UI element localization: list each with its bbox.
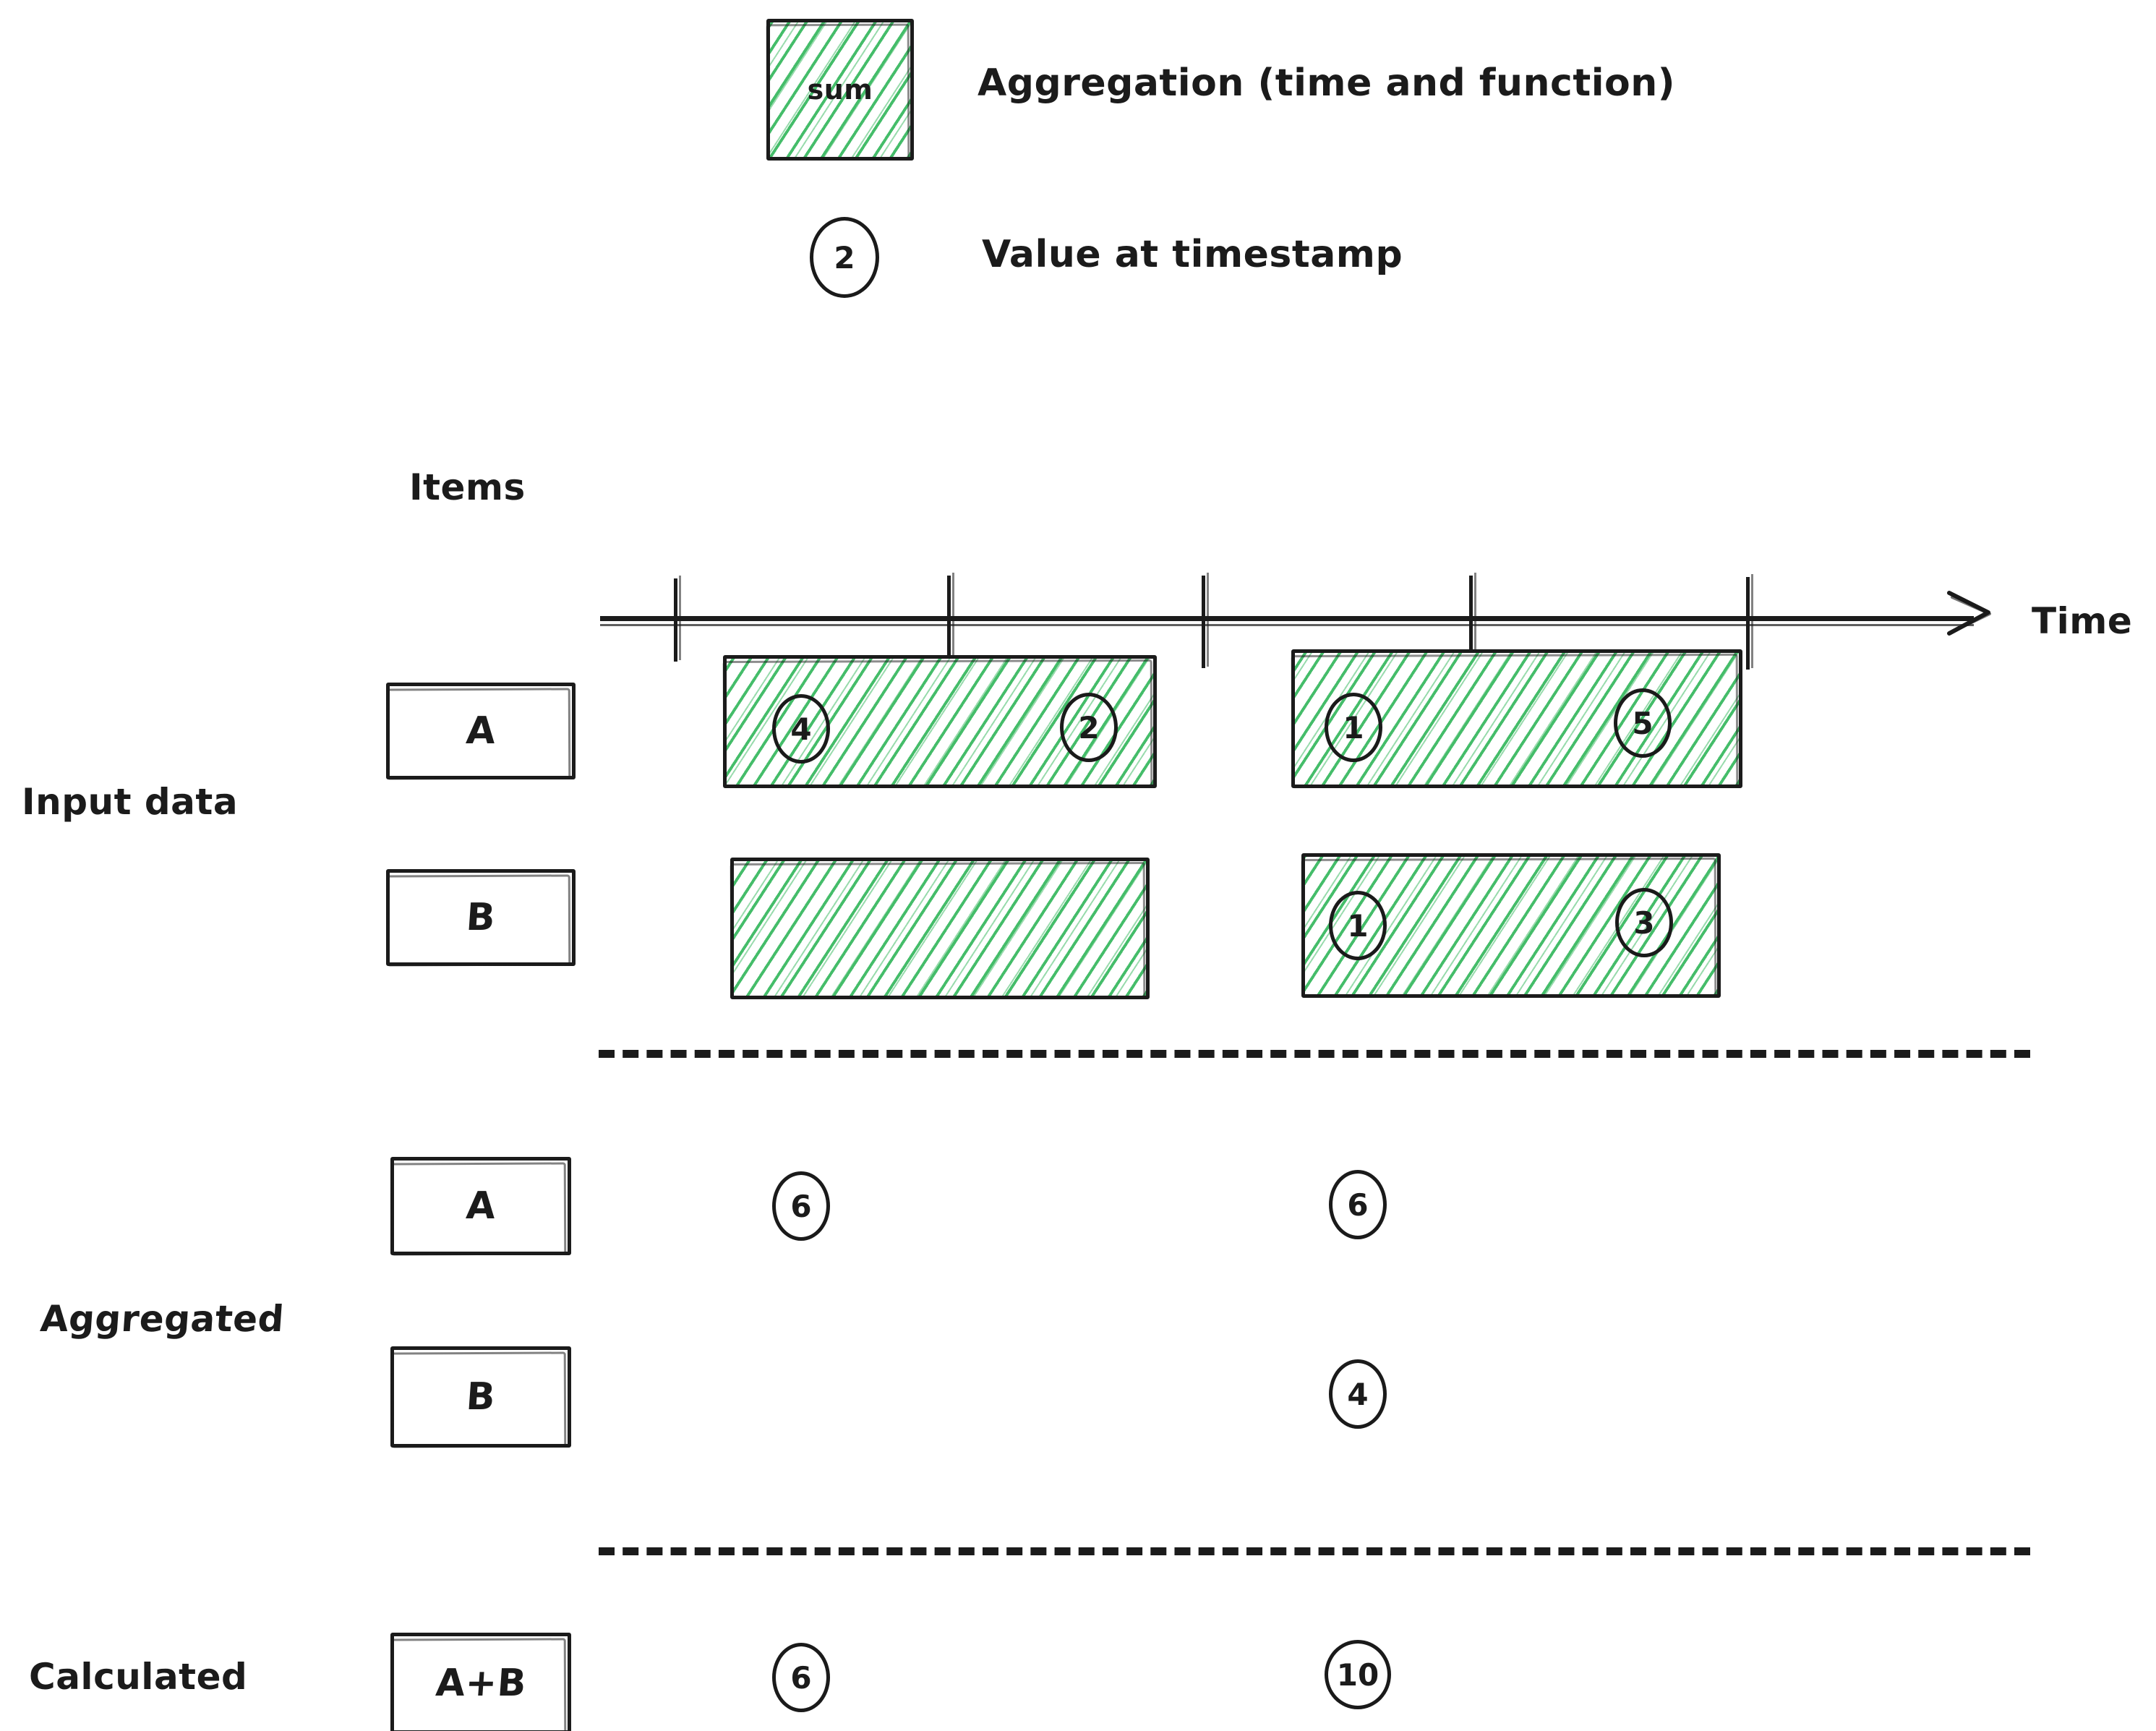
legend-swatch-aggregation: sum: [766, 19, 914, 161]
section-label-calculated: Calculated: [29, 1656, 248, 1698]
item-label-aggregated-a: A: [464, 1184, 497, 1228]
value-circle-a-1-0: 4: [772, 694, 830, 764]
time-tick-2: [947, 573, 954, 668]
item-label-aggregated-b: B: [464, 1375, 497, 1419]
time-axis-label: Time: [2032, 600, 2133, 642]
value-circle-a-2-0: 1: [1325, 693, 1382, 762]
time-tick-3: [1202, 573, 1209, 668]
item-label-input-a: A: [464, 709, 497, 753]
calculated-value-2: 10: [1325, 1640, 1391, 1709]
item-box-aggregated-b: B: [390, 1346, 571, 1448]
item-box-aggregated-a: A: [390, 1157, 571, 1255]
time-axis-arrowhead: [1947, 591, 1991, 636]
value-circle-b-2-1: 3: [1615, 888, 1673, 957]
item-box-input-b: B: [386, 869, 576, 966]
aggregation-window-b-1: [730, 858, 1150, 999]
legend-swatch-value: 2: [810, 217, 879, 298]
time-axis-line: [600, 616, 1974, 626]
aggregated-value-b-2: 4: [1329, 1359, 1387, 1429]
item-label-calculated-ab: A+B: [434, 1662, 528, 1705]
item-box-calculated-ab: A+B: [390, 1633, 571, 1731]
aggregated-value-a-1: 6: [772, 1171, 830, 1241]
value-circle-a-1-1: 2: [1060, 693, 1118, 762]
aggregated-value-a-2: 6: [1329, 1170, 1387, 1239]
value-circle-b-2-0: 1: [1329, 891, 1387, 960]
item-box-input-a: A: [386, 683, 576, 779]
section-label-aggregated: Aggregated: [38, 1298, 286, 1340]
calculated-value-1: 6: [772, 1643, 830, 1712]
legend-label-aggregation: Aggregation (time and function): [978, 61, 1676, 105]
section-separator-1: [599, 1050, 2030, 1058]
section-label-input-data: Input data: [22, 781, 239, 823]
legend-swatch-sum-label: sum: [807, 74, 873, 106]
section-separator-2: [599, 1547, 2030, 1555]
time-tick-5: [1746, 574, 1753, 670]
legend-label-value: Value at timestamp: [982, 233, 1403, 276]
items-column-header: Items: [409, 466, 526, 508]
time-tick-1: [674, 576, 681, 662]
time-tick-4: [1469, 573, 1476, 670]
value-circle-a-2-1: 5: [1614, 688, 1672, 758]
item-label-input-b: B: [464, 896, 497, 939]
